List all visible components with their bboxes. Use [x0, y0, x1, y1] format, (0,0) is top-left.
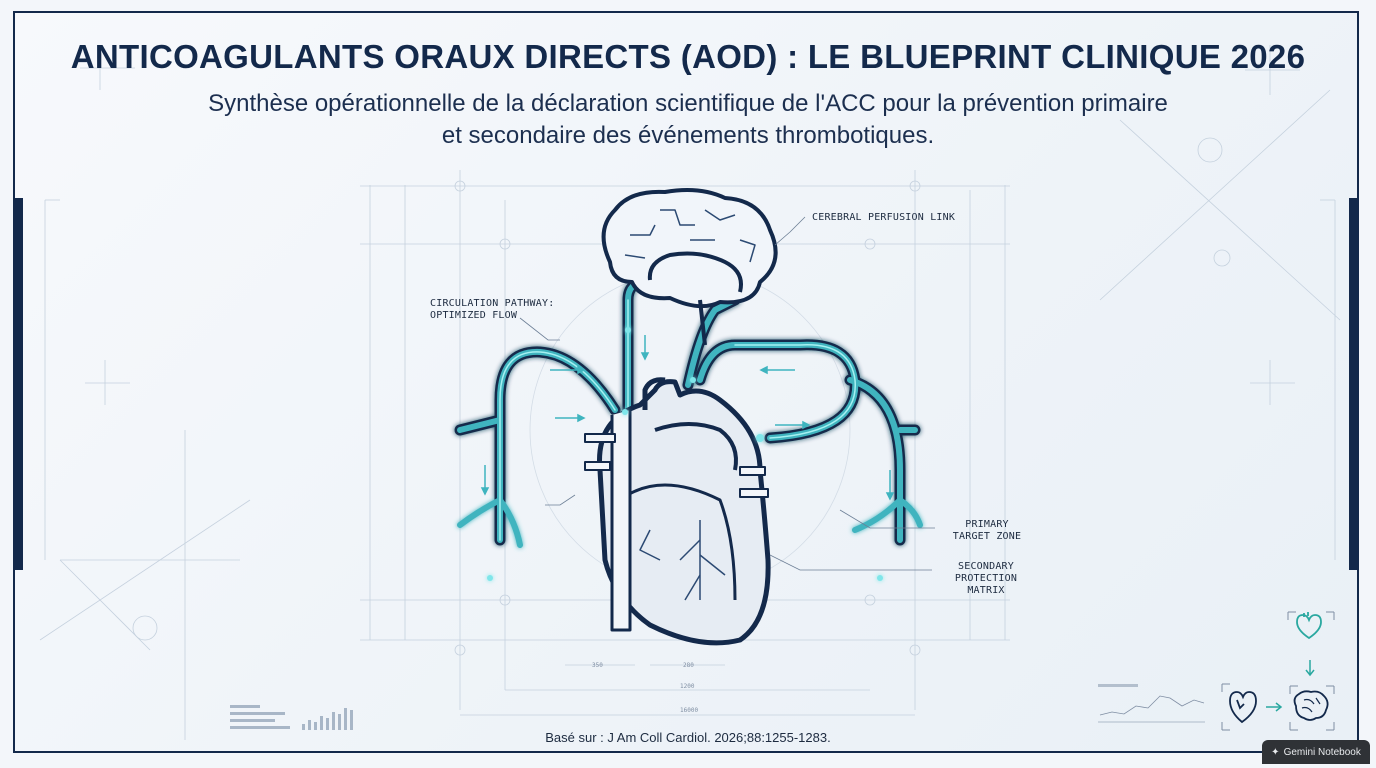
- heart-illustration: [584, 377, 771, 646]
- annotation-cerebral: CEREBRAL PERFUSION LINK: [812, 212, 956, 223]
- page-subtitle: Synthèse opérationnelle de la déclaratio…: [208, 90, 1168, 149]
- arrow-down-icon: [1305, 660, 1315, 677]
- notebook-badge[interactable]: ✦ Gemini Notebook: [1262, 740, 1370, 764]
- annotation-circulation: CIRCULATION PATHWAY: OPTIMIZED FLOW: [430, 298, 554, 322]
- badge-label: Gemini Notebook: [1283, 746, 1361, 758]
- frame-accent-right: [1349, 198, 1359, 570]
- brain-icon: [1293, 690, 1329, 721]
- annotation-secondary: SECONDARY PROTECTION MATRIX: [936, 561, 1036, 597]
- heart-icon: [1229, 691, 1257, 724]
- frame-accent-left: [13, 198, 23, 570]
- annotation-primary: PRIMARY TARGET ZONE: [940, 519, 1034, 543]
- annotation-secondary-line1: SECONDARY: [958, 561, 1014, 572]
- dimension-label: 280: [683, 662, 694, 669]
- source-citation: Basé sur : J Am Coll Cardiol. 2026;88:12…: [545, 730, 831, 745]
- dimension-labels: 350 280 1200 16000: [592, 662, 698, 714]
- decorative-bars: [230, 705, 353, 730]
- brain-illustration: [601, 188, 778, 346]
- dimension-label: 350: [592, 662, 603, 669]
- annotation-primary-line2: TARGET ZONE: [952, 531, 1022, 542]
- dimension-label: 1200: [680, 683, 695, 690]
- annotation-primary-line1: PRIMARY: [965, 519, 1009, 530]
- page-title: ANTICOAGULANTS ORAUX DIRECTS (AOD) : LE …: [70, 38, 1306, 75]
- annotation-leaders: [519, 216, 935, 571]
- dimension-label: 16000: [680, 707, 698, 714]
- icon-flow: [1221, 611, 1335, 731]
- glow-nodes: [487, 327, 883, 581]
- heart-icon: [1296, 612, 1322, 640]
- arrow-right-icon: [1266, 702, 1283, 712]
- flow-arrows: [480, 335, 895, 501]
- annotation-secondary-line2: PROTECTION MATRIX: [954, 573, 1018, 596]
- decorative-line-chart: [1098, 684, 1205, 723]
- annotation-circulation-line1: CIRCULATION PATHWAY:: [430, 298, 555, 309]
- sparkle-icon: ✦: [1271, 746, 1280, 758]
- annotation-circulation-line2: OPTIMIZED FLOW: [430, 310, 518, 321]
